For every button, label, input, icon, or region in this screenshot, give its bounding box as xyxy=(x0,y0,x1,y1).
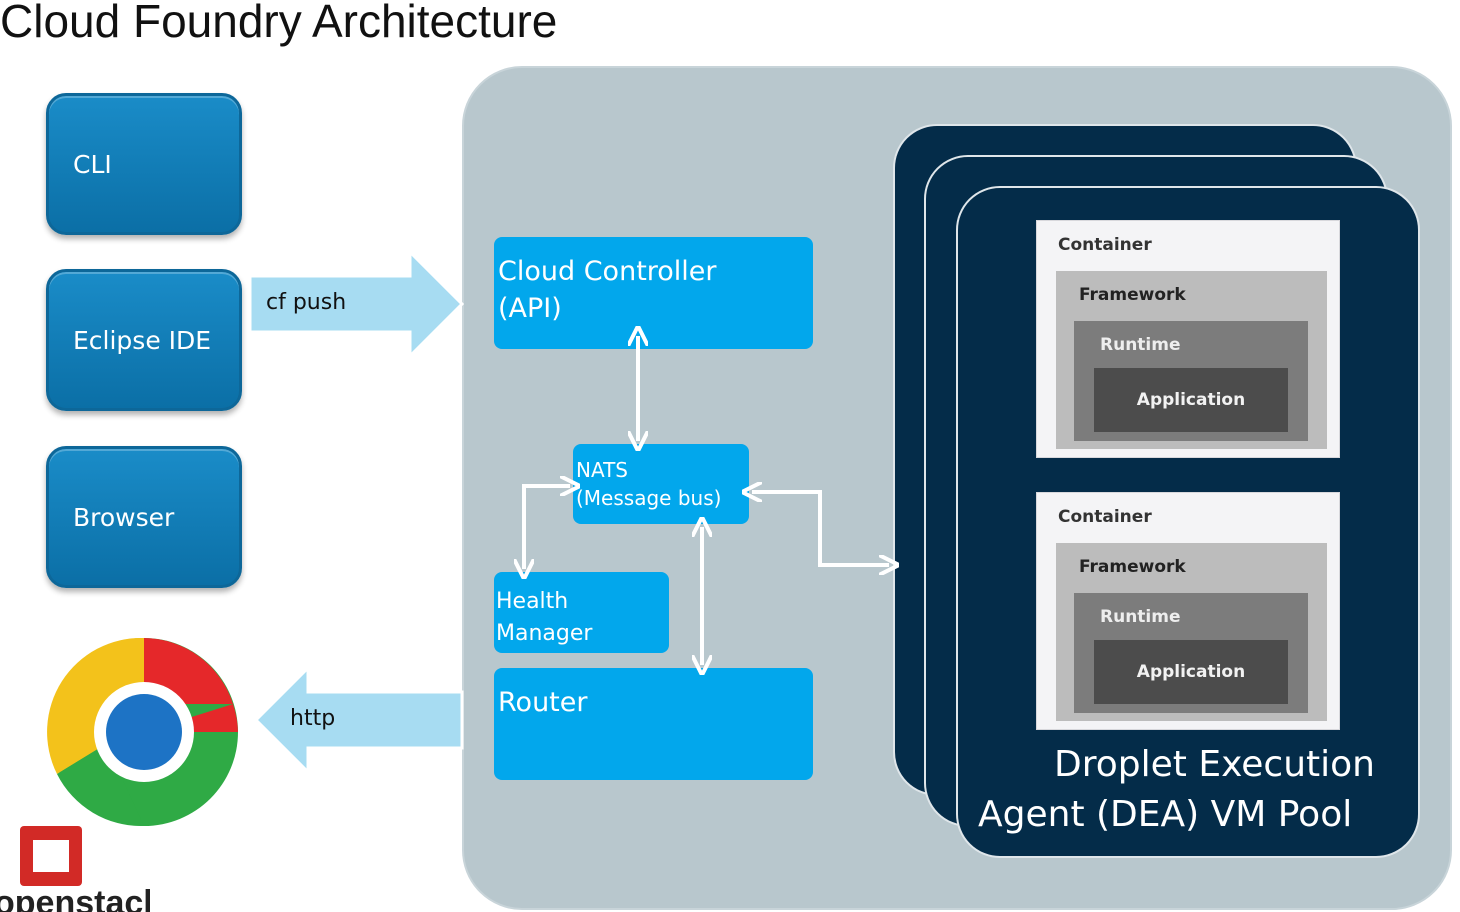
nats-sublabel: (Message bus) xyxy=(576,486,722,510)
runtime-box: Runtime Application xyxy=(1074,321,1308,441)
framework-label: Framework xyxy=(1079,557,1186,577)
health-manager-sublabel: Manager xyxy=(496,621,593,646)
cf-push-arrow xyxy=(248,248,465,360)
health-manager-label: Health xyxy=(496,589,569,614)
cli-label: CLI xyxy=(73,149,112,179)
container-1: Container Framework Runtime Application xyxy=(1036,220,1340,458)
cloud-controller-sublabel: (API) xyxy=(498,293,562,324)
chrome-logo-icon xyxy=(47,637,238,827)
container-label: Container xyxy=(1058,507,1152,527)
nats-dea-connector xyxy=(752,492,889,565)
runtime-label: Runtime xyxy=(1100,607,1181,627)
openstack-logo-icon: openstack xyxy=(0,826,150,912)
health-manager-box: Health Manager xyxy=(494,572,669,653)
framework-box: Framework Runtime Application xyxy=(1056,271,1327,449)
page-title: Cloud Foundry Architecture xyxy=(0,0,558,47)
nats-box: NATS (Message bus) xyxy=(573,444,749,524)
cloud-controller-label: Cloud Controller xyxy=(498,256,717,287)
nats-health-connector xyxy=(524,486,570,569)
browser-box: Browser xyxy=(46,446,242,588)
cf-push-label: cf push xyxy=(266,290,347,315)
eclipse-ide-box: Eclipse IDE xyxy=(46,269,242,411)
router-label: Router xyxy=(498,687,588,718)
router-box: Router xyxy=(494,668,813,780)
browser-label: Browser xyxy=(73,502,175,532)
cli-box: CLI xyxy=(46,93,242,235)
eclipse-ide-label: Eclipse IDE xyxy=(73,325,212,355)
openstack-logo-text: openstack xyxy=(0,884,150,912)
runtime-box: Runtime Application xyxy=(1074,593,1308,713)
runtime-label: Runtime xyxy=(1100,335,1181,355)
http-label: http xyxy=(290,706,336,731)
dea-label-line1: Droplet Execution xyxy=(1054,744,1375,785)
nats-label: NATS xyxy=(576,458,629,482)
container-2: Container Framework Runtime Application xyxy=(1036,492,1340,730)
framework-box: Framework Runtime Application xyxy=(1056,543,1327,721)
dea-label-line2: Agent (DEA) VM Pool xyxy=(978,794,1353,835)
container-label: Container xyxy=(1058,235,1152,255)
application-box: Application xyxy=(1094,640,1288,704)
http-arrow xyxy=(253,664,464,776)
application-box: Application xyxy=(1094,368,1288,432)
framework-label: Framework xyxy=(1079,285,1186,305)
cloud-controller-box: Cloud Controller (API) xyxy=(494,237,813,349)
